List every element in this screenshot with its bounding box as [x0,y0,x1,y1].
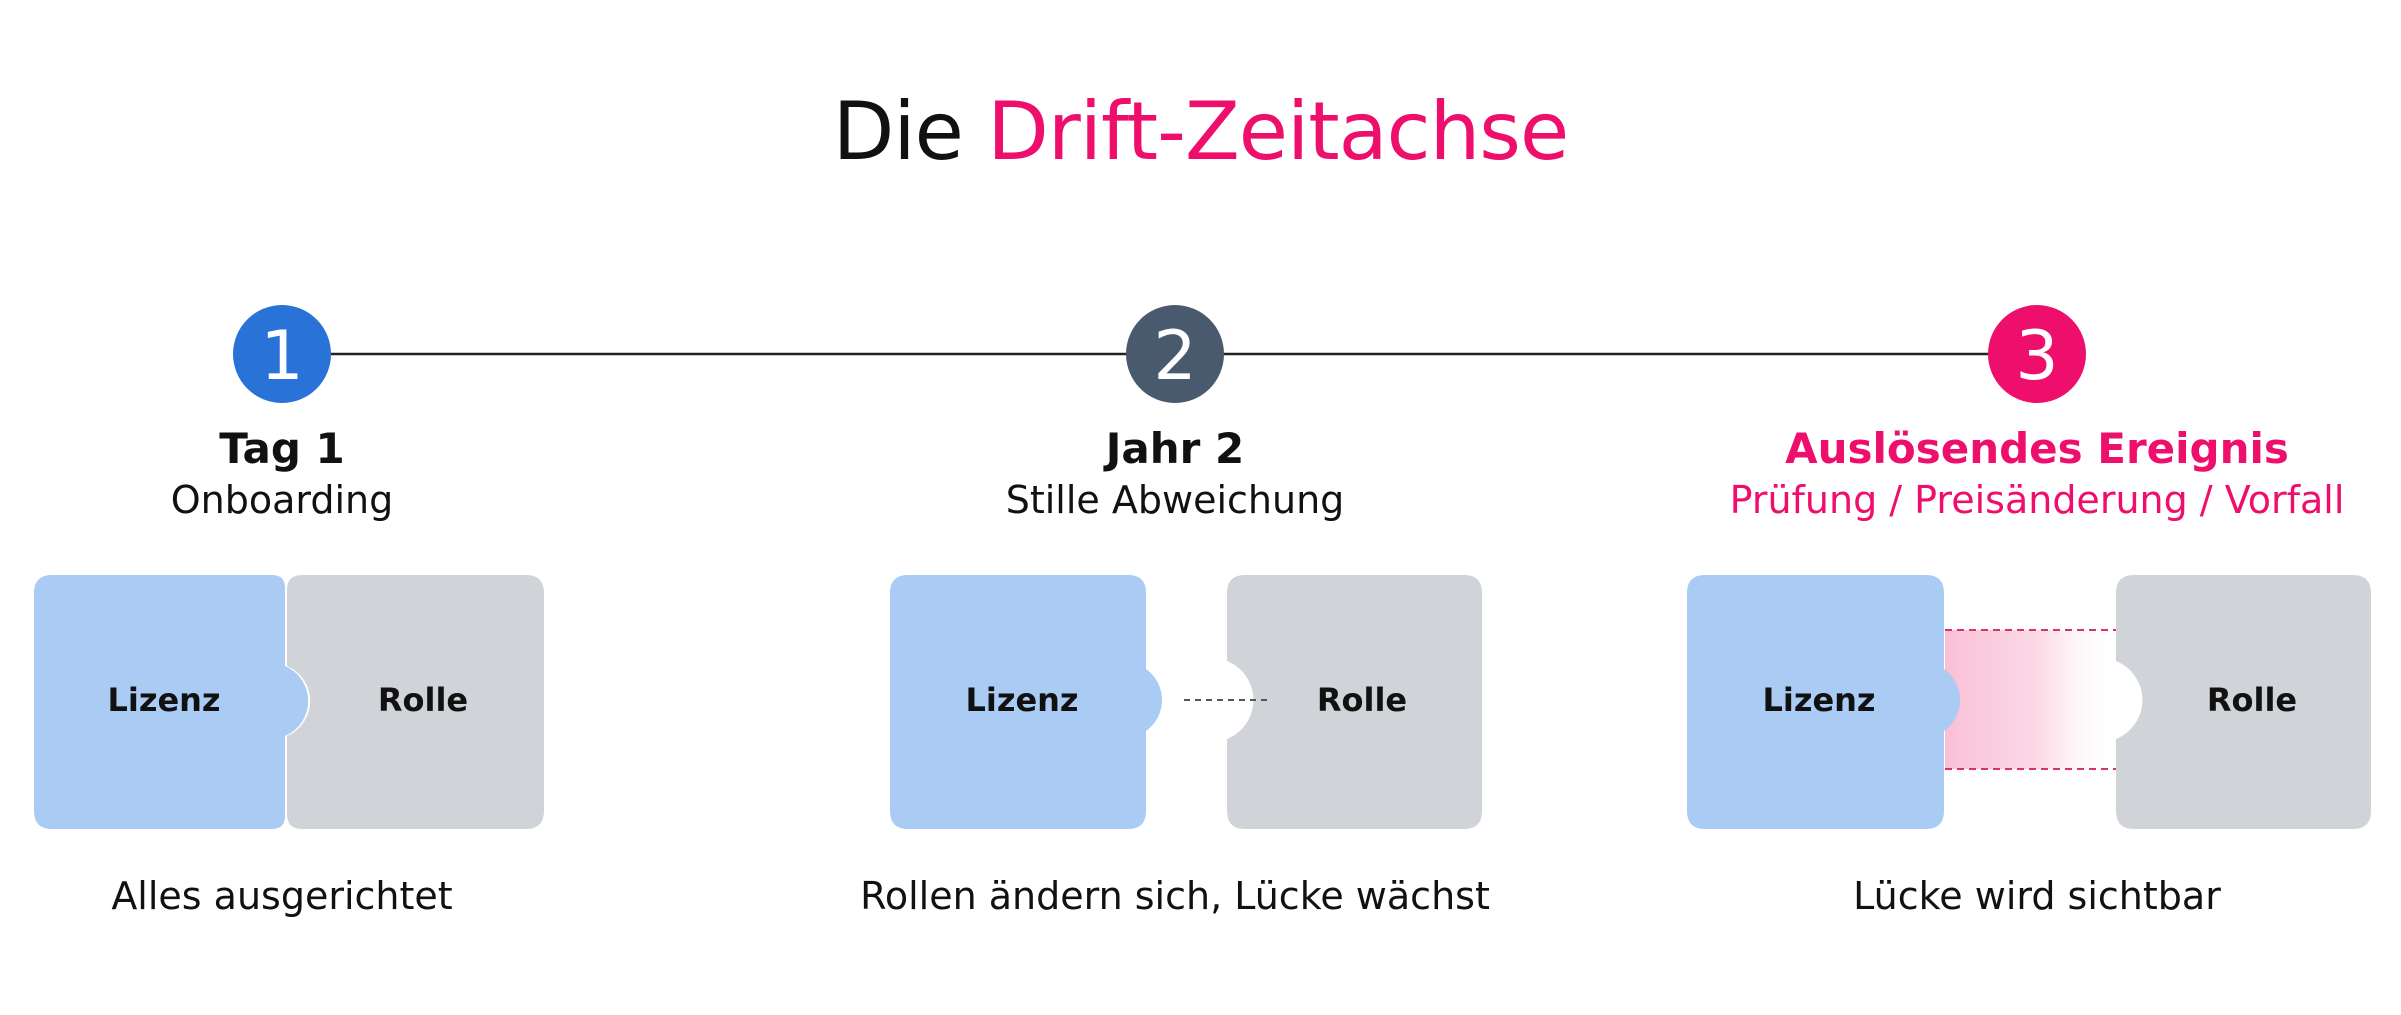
step-1-marker: 1 [233,305,331,403]
step-2-number: 2 [1153,317,1196,396]
step-2-heading: Jahr 2 [1105,424,1245,473]
role-piece [2116,575,2371,829]
step-1-caption: Alles ausgerichtet [111,874,453,918]
step-1-puzzle: Lizenz Rolle [34,575,544,829]
step-3-subheading: Prüfung / Preisänderung / Vorfall [1729,478,2345,523]
license-label: Lizenz [965,681,1078,719]
role-label: Rolle [2207,681,2297,719]
step-2-marker: 2 [1126,305,1224,403]
gap-highlight [1945,630,2117,769]
step-1-heading: Tag 1 [219,424,345,473]
step-3-heading-block: Auslösendes Ereignis Prüfung / Preisände… [1587,424,2401,528]
title-part-2: Drift-Zeitachse [987,85,1569,178]
step-1-heading-block: Tag 1 Onboarding [0,424,732,528]
role-piece [287,575,544,829]
step-3-number: 3 [2015,317,2058,396]
license-label: Lizenz [1762,681,1875,719]
title-part-1: Die [832,85,964,178]
step-3-marker: 3 [1988,305,2086,403]
license-piece [890,575,1163,829]
step-1-subheading: Onboarding [170,478,394,523]
step-3-heading: Auslösendes Ereignis [1785,424,2289,473]
step-2-subheading: Stille Abweichung [1005,478,1345,523]
license-piece [1687,575,1961,829]
page-title: Die Drift-Zeitachse [0,92,2401,172]
step-3-caption: Lücke wird sichtbar [1853,874,2221,918]
step-2-puzzle: Lizenz Rolle [890,575,1482,829]
step-3-puzzle: Lizenz Rolle [1687,575,2371,829]
role-label: Rolle [378,681,468,719]
role-label: Rolle [1317,681,1407,719]
license-piece [34,575,309,829]
step-2-caption: Rollen ändern sich, Lücke wächst [860,874,1490,918]
role-piece [1227,575,1482,829]
step-1-number: 1 [260,317,303,396]
step-2-heading-block: Jahr 2 Stille Abweichung [725,424,1625,528]
license-label: Lizenz [107,681,220,719]
